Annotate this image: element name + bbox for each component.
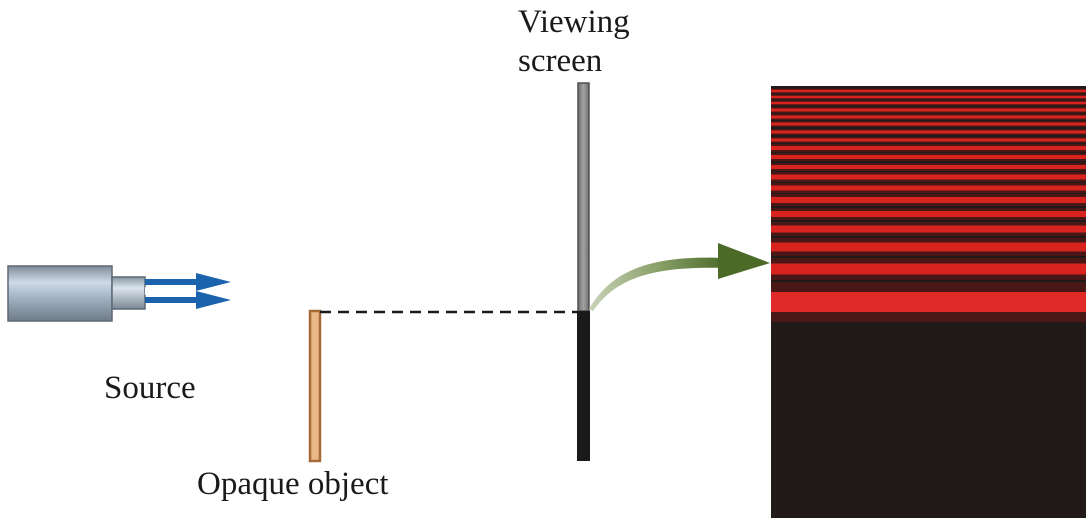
source-label: Source (104, 370, 196, 406)
fringe-band (771, 185, 1086, 191)
fringe-band (771, 155, 1086, 159)
fringe-band (771, 211, 1086, 217)
fringe-band (771, 263, 1086, 275)
fringe-band (771, 122, 1086, 126)
fringe-band (771, 242, 1086, 252)
fringe-band (771, 138, 1086, 142)
fringe-band (771, 95, 1086, 99)
curved-arrow-icon (589, 243, 770, 311)
fringe-band (771, 108, 1086, 112)
viewing-screen-label-line1: Viewing (518, 4, 630, 40)
viewing-screen (577, 82, 590, 461)
fringe-band (771, 101, 1086, 105)
beam-arrows-icon (145, 273, 231, 309)
fringe-band (771, 165, 1086, 169)
diffraction-pattern (771, 86, 1086, 518)
fringe-band (771, 174, 1086, 180)
fringe-band (771, 146, 1086, 150)
fringe-band (771, 130, 1086, 134)
fringe-band (771, 89, 1086, 93)
opaque-object-label: Opaque object (197, 466, 389, 502)
light-source-icon (7, 265, 146, 322)
fringe-band (771, 225, 1086, 233)
opaque-object-bar (308, 309, 322, 463)
viewing-screen-label: Viewing screen (518, 2, 630, 81)
fringe-band (771, 197, 1086, 203)
fringe-band (771, 115, 1086, 119)
viewing-screen-label-line2: screen (518, 43, 603, 79)
fringe-band (771, 292, 1086, 312)
